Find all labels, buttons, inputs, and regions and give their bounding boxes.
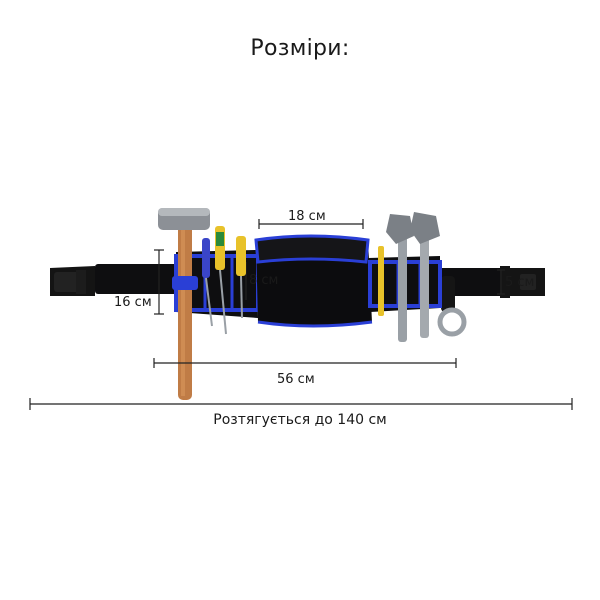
wrench-tools [378,212,467,342]
hammer-tool [158,208,210,400]
dimension-line-stretch [29,398,573,410]
screwdriver-tools [202,226,246,335]
pocket-width-label: 18 см [288,209,326,224]
dimension-line-strap-width [497,269,505,295]
bag-length-label: 56 см [277,372,315,387]
right-strap [436,266,545,312]
page-title: Розміри: [250,36,350,61]
belt-height-label: 16 см [114,295,152,310]
pocket-height-label: 8 см [249,273,279,288]
dimension-line-belt-height [154,249,164,315]
strap-width-label: 5 см [505,275,535,290]
left-strap [50,264,183,296]
stretch-length-label: Розтягується до 140 см [213,412,387,428]
dimension-line-bag-length [153,358,457,368]
dimension-line-pocket-width [258,219,364,229]
